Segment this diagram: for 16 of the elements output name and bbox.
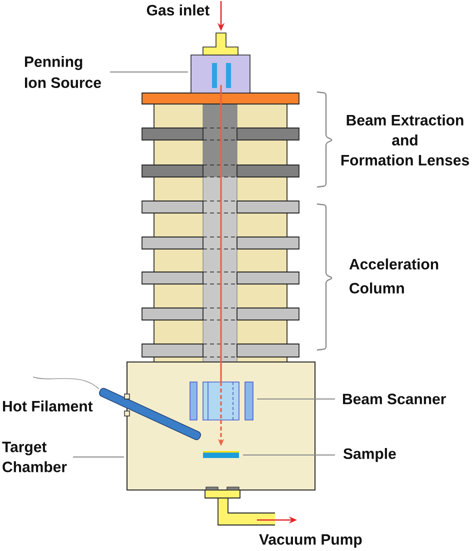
part-label: Sample — [343, 448, 396, 462]
part-label: Target Chamber — [2, 442, 67, 472]
flow-label: Gas inlet — [146, 4, 210, 16]
leader-line — [110, 71, 188, 73]
leader-line — [257, 398, 335, 400]
part-label: Beam Scanner — [343, 394, 446, 404]
section-label: Beam Extraction and Formation Lenses — [341, 114, 469, 166]
beam-scanner — [190, 382, 254, 420]
ion-beam — [220, 85, 222, 382]
section-label: Acceleration Column — [349, 258, 438, 294]
flow-label: Vacuum Pump — [259, 534, 362, 548]
part-label: Penning Ion Source — [25, 56, 101, 88]
leader-line — [243, 454, 335, 456]
leader-line — [73, 456, 124, 458]
part-label: Hot Filament — [3, 400, 93, 412]
sample-bar — [203, 451, 239, 458]
